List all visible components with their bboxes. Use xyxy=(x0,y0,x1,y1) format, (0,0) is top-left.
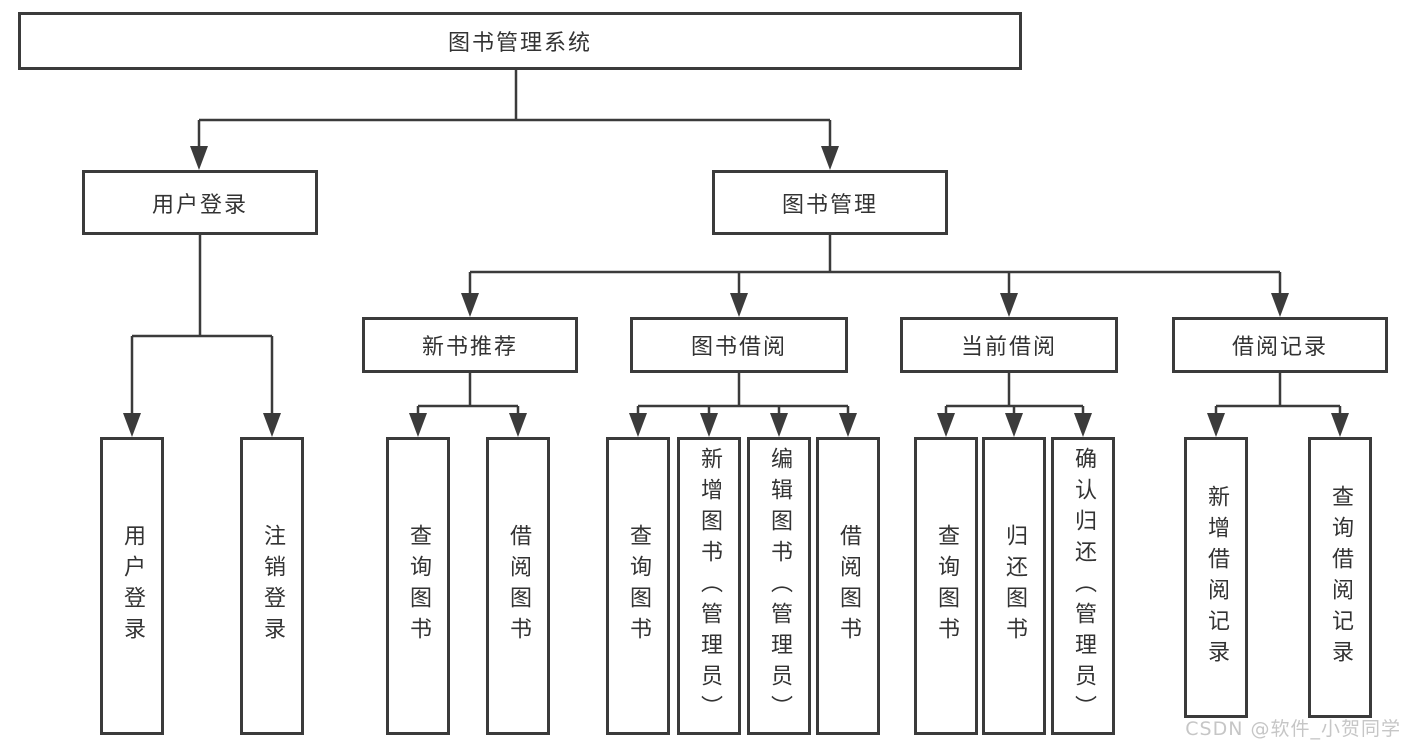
node-system-root: 图书管理系统 xyxy=(18,12,1022,70)
leaf-query-borrow-record: 查询借阅记录 xyxy=(1308,437,1372,718)
node-new-book-recommend: 新书推荐 xyxy=(362,317,578,373)
node-book-borrow: 图书借阅 xyxy=(630,317,848,373)
leaf-query-books-borrow: 查询图书 xyxy=(606,437,670,735)
arrowheads xyxy=(123,146,1349,437)
node-borrow-records: 借阅记录 xyxy=(1172,317,1388,373)
leaf-borrow-books: 借阅图书 xyxy=(816,437,880,735)
leaf-confirm-return-admin: 确认归还（管理员） xyxy=(1051,437,1115,735)
leaf-add-borrow-record: 新增借阅记录 xyxy=(1184,437,1248,718)
leaf-add-book-admin: 新增图书（管理员） xyxy=(677,437,741,735)
leaf-query-books-recommend: 查询图书 xyxy=(386,437,450,735)
leaf-return-book: 归还图书 xyxy=(982,437,1046,735)
leaf-query-books-current: 查询图书 xyxy=(914,437,978,735)
csdn-watermark: CSDN @软件_小贺同学 xyxy=(1185,718,1401,740)
leaf-user-login: 用户登录 xyxy=(100,437,164,735)
leaf-logout: 注销登录 xyxy=(240,437,304,735)
node-current-borrow: 当前借阅 xyxy=(900,317,1118,373)
node-book-management: 图书管理 xyxy=(712,170,948,235)
node-user-login: 用户登录 xyxy=(82,170,318,235)
leaf-borrow-books-recommend: 借阅图书 xyxy=(486,437,550,735)
leaf-edit-book-admin: 编辑图书（管理员） xyxy=(747,437,811,735)
